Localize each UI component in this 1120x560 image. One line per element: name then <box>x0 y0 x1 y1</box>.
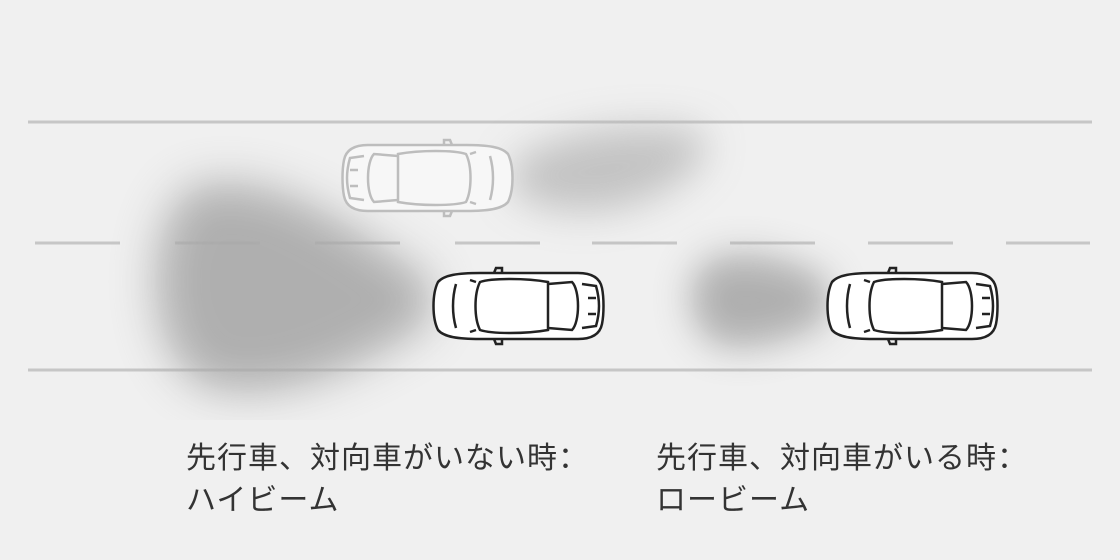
high-beam-light <box>156 183 430 392</box>
oncoming-beam-light <box>512 127 707 212</box>
oncoming-car <box>341 138 514 218</box>
caption-high-beam-mode: ハイビーム <box>186 483 340 518</box>
caption-high-beam-condition: 先行車、対向車がいない時： <box>186 441 589 476</box>
road-diagram <box>28 120 1092 392</box>
caption-low-beam: 先行車、対向車がいる時： ロービーム <box>656 438 1028 522</box>
caption-low-beam-condition: 先行車、対向車がいる時： <box>656 441 1028 476</box>
low-beam-light <box>690 254 828 348</box>
caption-low-beam-mode: ロービーム <box>656 483 811 518</box>
caption-high-beam: 先行車、対向車がいない時： ハイビーム <box>186 438 589 522</box>
own-car-low-beam <box>826 266 999 346</box>
own-car-high-beam <box>432 266 605 346</box>
